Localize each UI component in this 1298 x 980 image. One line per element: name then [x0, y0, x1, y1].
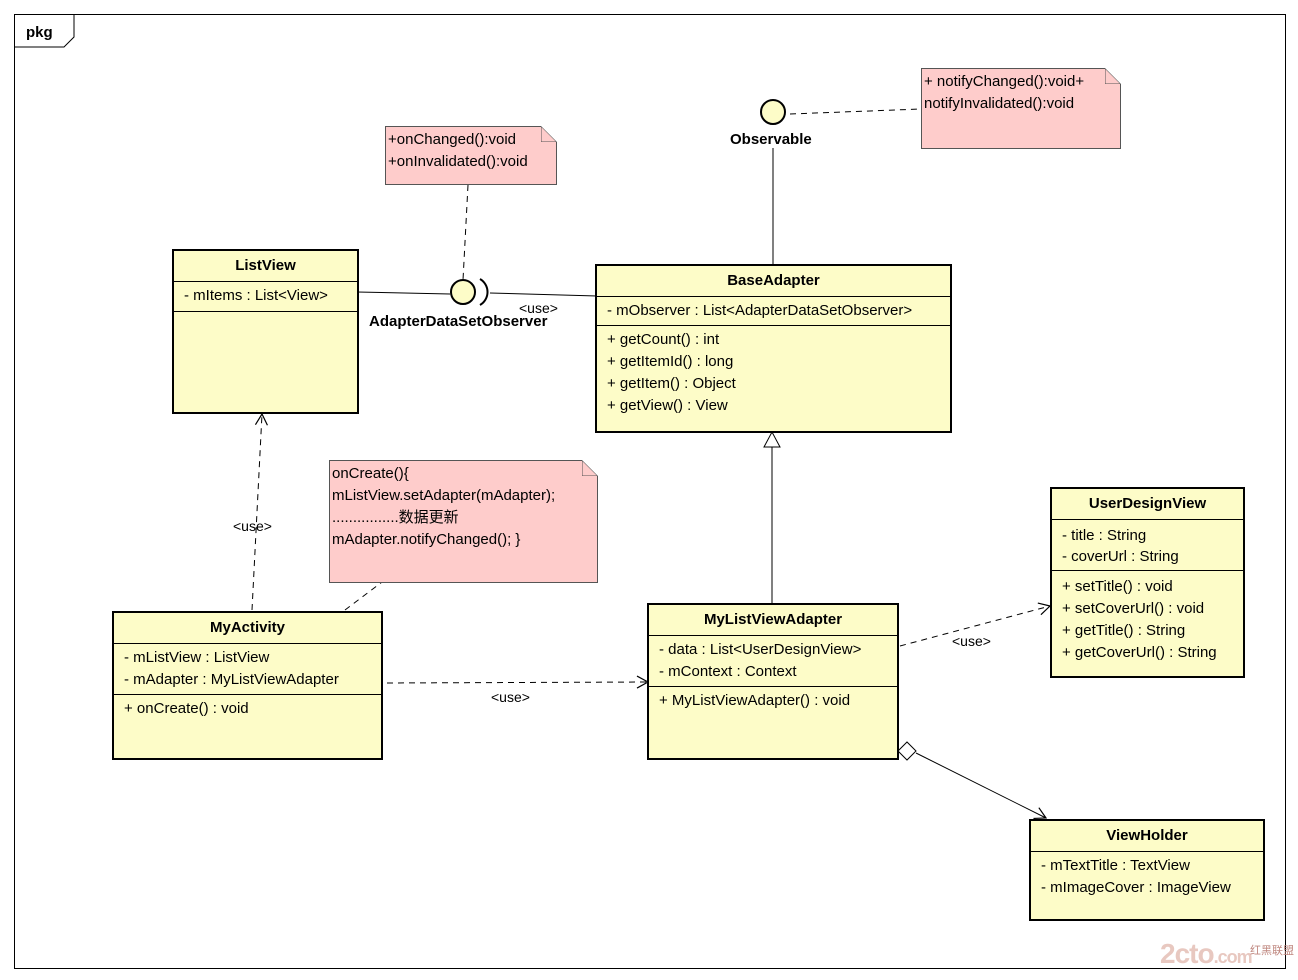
- attribute: - mObserver : List<AdapterDataSetObserve…: [607, 302, 913, 319]
- note-corner-icon: [541, 126, 557, 142]
- methods-section: [174, 312, 357, 318]
- observer-note-link: [462, 184, 469, 281]
- method: + MyListViewAdapter() : void: [659, 692, 851, 709]
- note-line: ................数据更新: [332, 509, 459, 526]
- package-tab-outline: [14, 14, 75, 48]
- attribute: - data : List<UserDesignView>: [659, 641, 862, 658]
- class-userdesignview[interactable]: UserDesignView - title : String - coverU…: [1050, 487, 1245, 678]
- method: + onCreate() : void: [124, 700, 249, 717]
- method: + getTitle() : String: [1062, 622, 1186, 639]
- method: + getCount() : int: [607, 331, 720, 348]
- aggregation-line: [915, 752, 1048, 820]
- note-line: +onChanged():void: [388, 131, 517, 148]
- activity-note-link: [344, 581, 383, 611]
- class-name: ListView: [174, 251, 357, 282]
- class-name: UserDesignView: [1052, 489, 1243, 520]
- aggregation-diamond: [897, 741, 917, 761]
- method: + setCoverUrl() : void: [1062, 600, 1205, 617]
- attributes-section: - mTextTitle : TextView - mImageCover : …: [1031, 852, 1263, 902]
- attributes-section: - mItems : List<View>: [174, 282, 357, 312]
- adapter-userdesignview-use-label: <use>: [952, 633, 991, 649]
- activity-listview-use-label: <use>: [233, 518, 272, 534]
- note-line: + notifyChanged():void+: [924, 73, 1085, 90]
- baseadapter-to-observer-line: [489, 292, 598, 297]
- package-label: pkg: [26, 24, 53, 41]
- attribute: - mItems : List<View>: [184, 287, 328, 304]
- method: + getView() : View: [607, 397, 728, 414]
- observer-note: +onChanged():void +onInvalidated():void: [385, 126, 557, 185]
- class-myactivity[interactable]: MyActivity - mListView : ListView - mAda…: [112, 611, 383, 760]
- attributes-section: - title : String - coverUrl : String: [1052, 520, 1243, 571]
- adapter-observer-interface-label: AdapterDataSetObserver: [369, 313, 548, 330]
- methods-section: + getCount() : int + getItemId() : long …: [597, 326, 950, 420]
- attributes-section: - data : List<UserDesignView> - mContext…: [649, 636, 897, 687]
- class-name: ViewHolder: [1031, 821, 1263, 852]
- package-frame: [14, 14, 1286, 969]
- watermark-cn: 红黑联盟: [1250, 945, 1294, 957]
- activity-adapter-use-label: <use>: [491, 689, 530, 705]
- class-listview[interactable]: ListView - mItems : List<View>: [172, 249, 359, 414]
- attribute: - coverUrl : String: [1062, 548, 1179, 565]
- methods-section: + onCreate() : void: [114, 695, 381, 723]
- class-name: BaseAdapter: [597, 266, 950, 297]
- class-baseadapter[interactable]: BaseAdapter - mObserver : List<AdapterDa…: [595, 264, 952, 433]
- observable-interface-icon: [760, 99, 786, 125]
- method: + getItem() : Object: [607, 375, 736, 392]
- methods-section: + setTitle() : void + setCoverUrl() : vo…: [1052, 571, 1243, 667]
- method: + getCoverUrl() : String: [1062, 644, 1217, 661]
- attribute: - mAdapter : MyListViewAdapter: [124, 671, 339, 688]
- method: + getItemId() : long: [607, 353, 734, 370]
- method: + setTitle() : void: [1062, 578, 1173, 595]
- attribute: - mImageCover : ImageView: [1041, 879, 1231, 896]
- attribute: - title : String: [1062, 527, 1147, 544]
- attributes-section: - mListView : ListView - mAdapter : MyLi…: [114, 644, 381, 695]
- note-line: +onInvalidated():void: [388, 153, 528, 170]
- listview-to-observer-line: [356, 291, 451, 295]
- adapter-observer-interface-icon: [450, 279, 476, 305]
- class-mylistviewadapter[interactable]: MyListViewAdapter - data : List<UserDesi…: [647, 603, 899, 760]
- adapter-observer-socket-icon: [479, 278, 489, 306]
- note-line: mAdapter.notifyChanged(); }: [332, 531, 521, 548]
- class-name: MyActivity: [114, 613, 381, 644]
- attribute: - mContext : Context: [659, 663, 797, 680]
- attribute: - mTextTitle : TextView: [1041, 857, 1190, 874]
- note-line: mListView.setAdapter(mAdapter);: [332, 487, 556, 504]
- class-name: MyListViewAdapter: [649, 605, 897, 636]
- watermark-logo: 2cto.com: [1160, 938, 1253, 969]
- adapter-userdesignview-dependency: [899, 602, 1052, 647]
- observable-interface-label: Observable: [730, 131, 812, 148]
- note-corner-icon: [1105, 68, 1121, 84]
- attributes-section: - mObserver : List<AdapterDataSetObserve…: [597, 297, 950, 326]
- generalization-arrowhead: [763, 430, 781, 448]
- activity-note: onCreate(){ mListView.setAdapter(mAdapte…: [329, 460, 598, 583]
- baseadapter-use-label: <use>: [519, 300, 558, 316]
- methods-section: + MyListViewAdapter() : void: [649, 687, 897, 715]
- note-corner-icon: [582, 460, 598, 476]
- note-line: notifyInvalidated():void: [924, 95, 1075, 112]
- observable-note: + notifyChanged():void+ notifyInvalidate…: [921, 68, 1121, 149]
- class-viewholder[interactable]: ViewHolder - mTextTitle : TextView - mIm…: [1029, 819, 1265, 921]
- attribute: - mListView : ListView: [124, 649, 270, 666]
- note-line: onCreate(){: [332, 465, 409, 482]
